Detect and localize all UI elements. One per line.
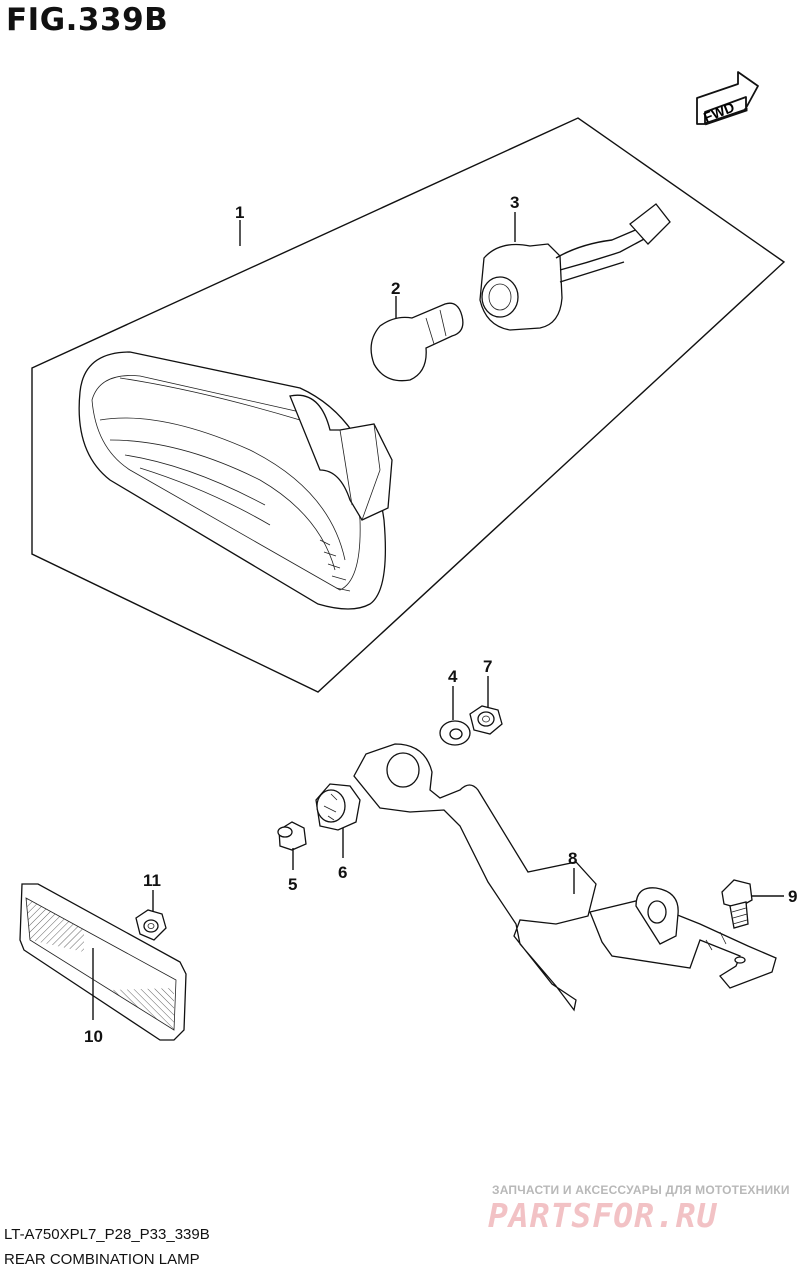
assembly-box bbox=[31, 117, 786, 693]
diagram-title: REAR COMBINATION LAMP bbox=[4, 1251, 200, 1268]
watermark-brand: PARTSFOR.RU bbox=[488, 1196, 718, 1235]
nut-reflector bbox=[135, 909, 167, 941]
callout-4: 4 bbox=[448, 667, 458, 686]
rear-combination-lamp bbox=[78, 351, 393, 610]
bracket bbox=[353, 743, 777, 1012]
callout-9: 9 bbox=[788, 887, 797, 906]
diagram-code: LT-A750XPL7_P28_P33_339B bbox=[4, 1226, 210, 1243]
bolt bbox=[721, 879, 753, 929]
watermark-tagline: ЗАПЧАСТИ И АКСЕССУАРЫ ДЛЯ МОТОТЕХНИКИ bbox=[492, 1183, 790, 1197]
callout-8: 8 bbox=[568, 849, 577, 868]
socket bbox=[479, 203, 671, 331]
nut bbox=[469, 705, 503, 735]
bulb bbox=[370, 302, 464, 382]
leader-lines bbox=[92, 212, 784, 1020]
callout-7: 7 bbox=[483, 657, 492, 676]
callout-6: 6 bbox=[338, 863, 347, 882]
callout-1: 1 bbox=[235, 203, 244, 222]
reflector bbox=[19, 883, 187, 1041]
callout-11: 11 bbox=[143, 871, 161, 890]
callout-10: 10 bbox=[84, 1027, 103, 1046]
callout-5: 5 bbox=[288, 875, 297, 894]
callout-2: 2 bbox=[391, 279, 400, 298]
callout-3: 3 bbox=[510, 193, 519, 212]
grommet bbox=[315, 783, 361, 831]
washer bbox=[439, 720, 471, 746]
spacer bbox=[277, 821, 307, 851]
figure-title: FIG.339B bbox=[6, 2, 169, 38]
fwd-arrow-icon: FWD bbox=[696, 71, 759, 126]
